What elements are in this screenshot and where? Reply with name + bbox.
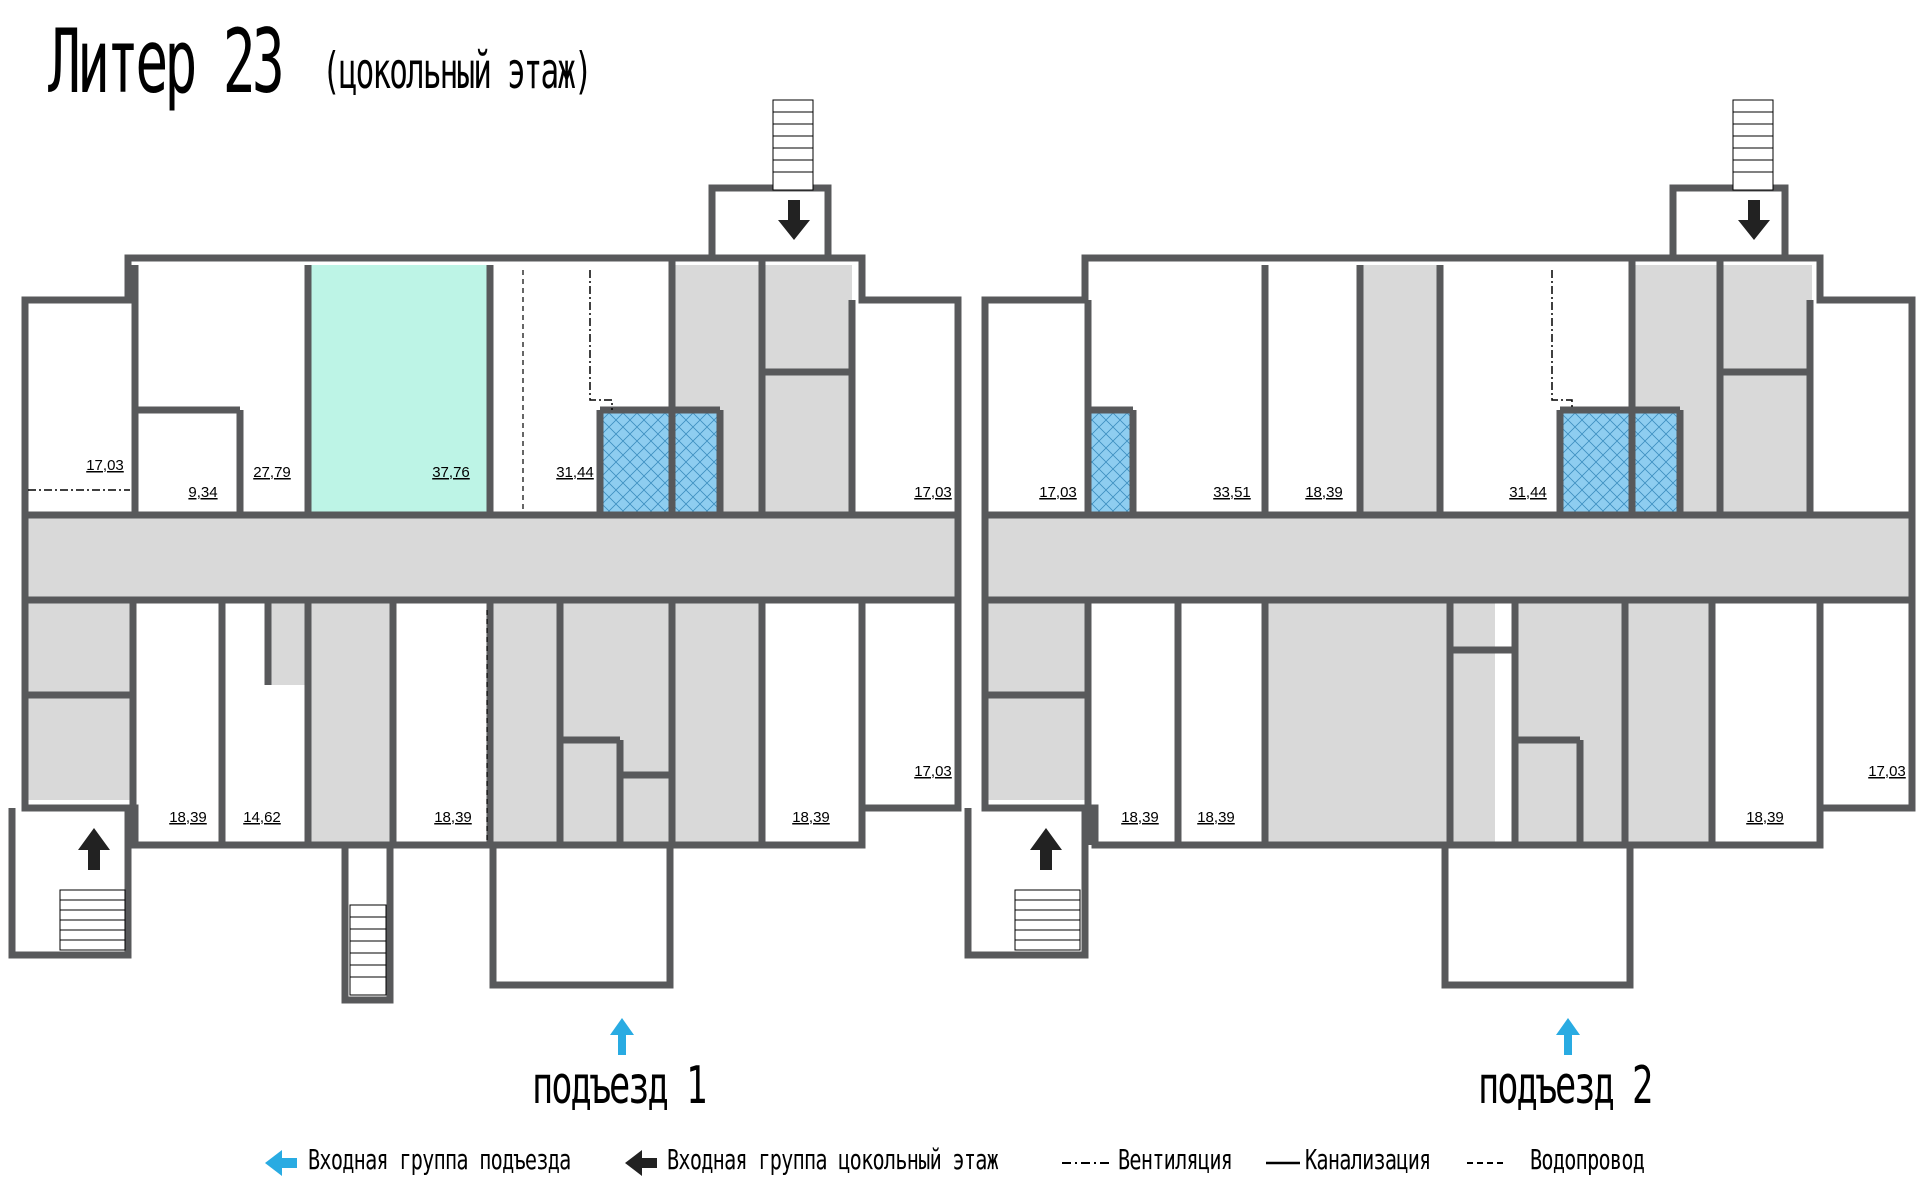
room-area: 31,44 — [556, 464, 594, 481]
bathroom-left — [1560, 410, 1628, 515]
room-area: 9,34 — [188, 484, 217, 501]
room-area: 18,39 — [1305, 484, 1343, 501]
room-area: 18,39 — [434, 809, 472, 826]
room-area: 17,03 — [1039, 484, 1077, 501]
page-subtitle: (цокольный этаж) — [322, 42, 593, 100]
legend-ventilation: Вентиляция — [1118, 1143, 1233, 1176]
section-1 — [8, 99, 962, 1055]
room-area: 18,39 — [1746, 809, 1784, 826]
legend-symbols — [265, 1150, 1507, 1176]
room-area: 17,03 — [914, 763, 952, 780]
basement-entrance-arrow — [778, 200, 810, 240]
entrance-arrow — [1556, 1018, 1580, 1055]
entrance-2-label: подъезд 2 — [1478, 1056, 1653, 1116]
room-area: 17,03 — [914, 484, 952, 501]
room-area: 17,03 — [86, 457, 124, 474]
room-area: 17,03 — [1868, 763, 1906, 780]
room-area: 18,39 — [1197, 809, 1235, 826]
bathroom-right — [670, 410, 722, 515]
room-labels-section-1: 17,03 9,34 27,79 37,76 31,44 17,03 18,39… — [86, 457, 952, 826]
room-area: 31,44 — [1509, 484, 1547, 501]
bathroom-small — [1088, 410, 1133, 515]
basement-entrance-arrow — [1030, 828, 1062, 870]
legend-basement-group: Входная группа цокольный этаж — [667, 1143, 999, 1176]
walls — [964, 184, 1916, 989]
ventilation-line — [28, 270, 613, 491]
page-title: Литер 23 — [48, 10, 285, 113]
basement-entrance-arrow — [1738, 200, 1770, 240]
room-area: 37,76 — [432, 464, 470, 481]
legend-sewage: Канализация — [1305, 1143, 1431, 1176]
stairs — [59, 99, 814, 996]
room-area: 33,51 — [1213, 484, 1251, 501]
room-area: 27,79 — [253, 464, 291, 481]
entrance-group-icon — [265, 1150, 297, 1176]
bathroom-right — [1628, 410, 1680, 515]
entrance-1-label: подъезд 1 — [532, 1056, 707, 1116]
room-area: 14,62 — [243, 809, 281, 826]
room-area: 18,39 — [169, 809, 207, 826]
room-area: 18,39 — [792, 809, 830, 826]
ventilation-line — [1551, 270, 1573, 410]
entrance-arrow — [610, 1018, 634, 1055]
basement-group-icon — [625, 1150, 657, 1176]
room-area: 18,39 — [1121, 809, 1159, 826]
water-line — [486, 270, 524, 840]
room-labels-section-2: 17,03 33,51 18,39 31,44 18,39 18,39 18,3… — [1039, 484, 1906, 826]
section-2 — [964, 99, 1916, 1055]
legend-water: Водопровод — [1530, 1143, 1645, 1176]
basement-entrance-arrow — [78, 828, 110, 870]
bathroom-left — [600, 410, 670, 515]
legend-entrance-group: Входная группа подъезда — [308, 1143, 571, 1176]
room-highlighted — [308, 265, 488, 515]
stairs — [1014, 99, 1774, 951]
walls — [8, 184, 962, 1004]
